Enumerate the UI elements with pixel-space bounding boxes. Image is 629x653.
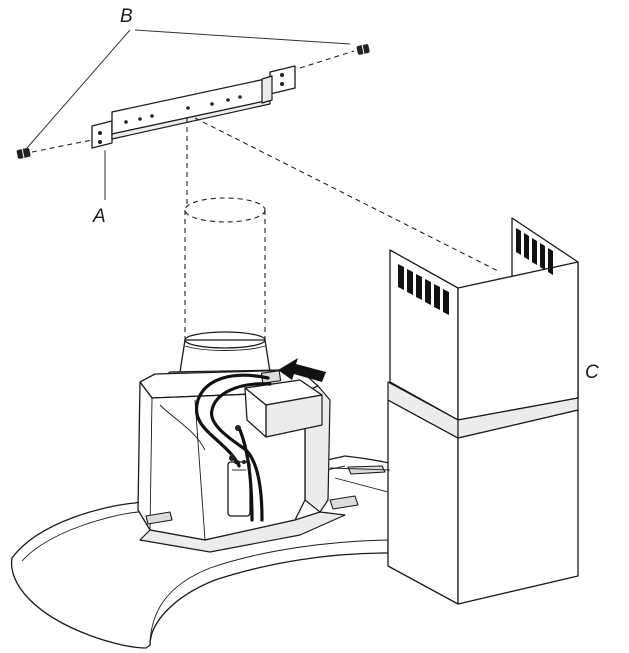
chimney-cover <box>329 217 579 605</box>
power-cables <box>194 373 272 522</box>
screw-right <box>356 43 370 55</box>
junction-box <box>244 370 323 438</box>
screw-path-right <box>299 50 355 69</box>
callout-c-label: C <box>585 362 599 383</box>
callout-b-label: B <box>120 6 133 27</box>
exhaust-duct-ghost <box>184 197 266 340</box>
leader-b-right <box>134 29 351 45</box>
screw-left <box>16 147 31 159</box>
mounting-bracket <box>91 65 296 149</box>
screw-path-left <box>31 139 93 153</box>
push-arrow-icon <box>278 358 326 382</box>
capacitor <box>227 460 251 517</box>
chimney-vents-left <box>398 264 449 315</box>
bracket-to-chimney-guide <box>194 117 501 273</box>
chimney-vents-right <box>516 228 553 275</box>
callout-a-label: A <box>92 206 106 227</box>
leader-b-left <box>26 29 131 149</box>
